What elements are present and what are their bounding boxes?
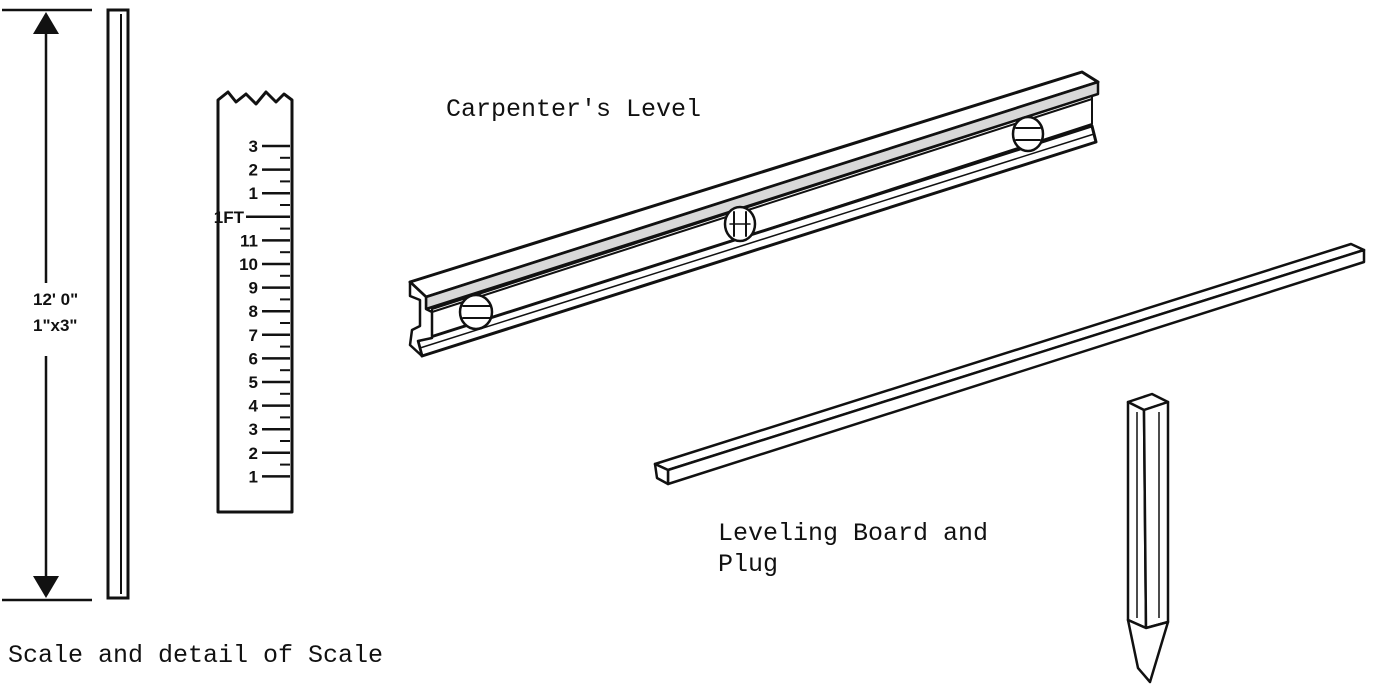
- dimension-line: [2, 8, 92, 602]
- scale-tick-label: 5: [249, 373, 258, 392]
- arrowhead-down-icon: [33, 576, 59, 598]
- scale-tick-label: 11: [240, 231, 258, 250]
- rod-size-label: 1"x3": [33, 316, 77, 335]
- leveling-board: [653, 242, 1366, 486]
- arrowhead-up-icon: [33, 12, 59, 34]
- level-vial-right: [1011, 115, 1045, 153]
- rod-length-label: 12' 0": [33, 290, 78, 309]
- carpenters-level: [408, 70, 1100, 358]
- scale-tick-label: 6: [249, 349, 258, 368]
- scale-tick-label: 7: [249, 326, 258, 345]
- level-vial-center: [723, 205, 757, 243]
- scale-tick-label: 1FT: [214, 208, 245, 227]
- scale-tick-label: 3: [249, 137, 258, 156]
- caption-carpenters-level: Carpenter's Level: [446, 95, 702, 124]
- scale-tick-label: 4: [249, 397, 259, 416]
- scale-tick-label: 2: [249, 161, 258, 180]
- caption-scale: Scale and detail of Scale: [8, 641, 384, 670]
- scale-tick-label: 10: [239, 255, 258, 274]
- scale-tick-label: 1: [249, 184, 258, 203]
- scale-tick-label: 9: [249, 279, 258, 298]
- caption-leveling-board-line1: Leveling Board and: [718, 519, 989, 548]
- plug-stake: [1126, 392, 1170, 684]
- scale-tick-label: 1: [249, 467, 258, 486]
- caption-leveling-board-line2: Plug: [718, 550, 779, 579]
- scale-rod: [106, 8, 130, 600]
- level-vial-left: [458, 293, 494, 331]
- scale-tick-label: 3: [249, 420, 258, 439]
- scale-tick-label: 2: [249, 444, 258, 463]
- scale-tick-label: 8: [249, 302, 258, 321]
